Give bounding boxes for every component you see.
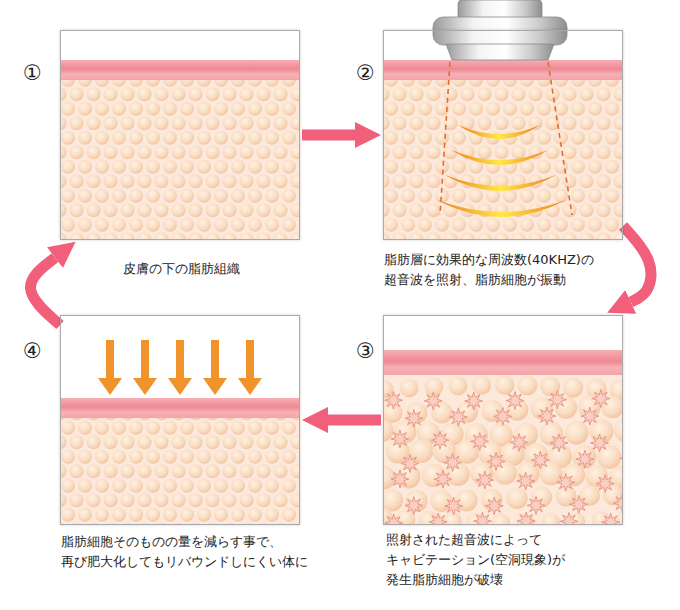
burst-cell (474, 512, 492, 525)
burst-cell (444, 454, 462, 472)
burst-cell (424, 392, 442, 410)
burst-cell (510, 433, 528, 451)
burst-cell (431, 431, 449, 449)
fat-cell (495, 375, 514, 394)
fat-cell (614, 418, 623, 442)
pressure-arrow (203, 340, 227, 395)
pressure-arrow (98, 340, 122, 395)
burst-cell (548, 391, 566, 409)
wave-arc (445, 175, 556, 191)
burst-cell (576, 450, 594, 468)
skin-section (371, 315, 647, 532)
burst-cell (517, 512, 535, 525)
burst-cell (613, 494, 623, 512)
fat-cell (565, 421, 589, 445)
burst-cell (570, 495, 588, 513)
pressure-arrow (168, 340, 192, 395)
pressure-arrow (133, 340, 157, 395)
burst-cell (434, 470, 452, 488)
burst-cell (449, 408, 467, 426)
burst-cell (465, 392, 483, 410)
flow-arrow (30, 258, 60, 325)
pressure-arrow (238, 340, 262, 395)
panel-box: ①皮膚の下の脂肪組織 (60, 30, 300, 240)
burst-cell (550, 434, 568, 452)
panel-box: ③照射された超音波によって キャビテーション(空洞現象)が 発生脂肪細胞が破壊 (383, 315, 623, 525)
fat-cell (448, 376, 467, 395)
fat-cell (383, 466, 395, 490)
burst-cell (591, 434, 609, 452)
burst-cell (592, 390, 610, 408)
flow-arrow (302, 130, 355, 141)
fat-cell (542, 513, 560, 525)
step-number: ③ (356, 341, 375, 362)
skin-section (60, 315, 300, 525)
wave-arc (458, 125, 540, 139)
burst-cell (401, 455, 419, 473)
burst-cell (487, 452, 505, 470)
fat-cell (563, 377, 583, 397)
ultrasound-wave (437, 125, 566, 217)
pressure-arrow (98, 340, 262, 395)
burst-cell (445, 497, 463, 515)
fat-cell (506, 488, 527, 509)
flow-arrow (623, 226, 651, 302)
burst-cell (485, 497, 503, 515)
flow-arrow (328, 415, 381, 426)
fat-cell (383, 489, 403, 511)
fat-cell (442, 512, 461, 525)
panel-box: ④脂肪細胞そのものの量を減らす事で、 再び肥大化してもリバウンドしにくい体に (60, 315, 300, 525)
fat-cell (472, 375, 491, 394)
burst-cell (596, 475, 614, 493)
skin-section (60, 30, 300, 240)
burst-cell (581, 407, 599, 425)
step-caption: 脂肪層に効果的な周波数(40KHZ)の 超音波を照射、脂肪細胞が振動 (384, 250, 639, 290)
step-number: ② (356, 63, 375, 84)
burst-cell (531, 451, 549, 469)
wave-arc (451, 150, 548, 165)
burst-cell (527, 496, 545, 514)
burst-cell (494, 407, 512, 425)
burst-cell (385, 391, 403, 409)
fat-cell (400, 379, 418, 397)
burst-cell (506, 392, 524, 410)
wave-arc (437, 200, 566, 217)
burst-cell (405, 497, 423, 515)
panel-box: ②脂肪層に効果的な周波数(40KHZ)の 超音波を照射、脂肪細胞が振動 (383, 30, 623, 240)
step-number: ④ (23, 341, 42, 362)
skin-section (383, 30, 623, 240)
burst-cell (405, 409, 423, 427)
burst-cell (557, 473, 575, 491)
burst-cell (517, 472, 535, 490)
burst-cell (391, 470, 409, 488)
fat-cell (518, 376, 538, 396)
burst-cell (602, 513, 620, 525)
burst-cell (476, 471, 494, 489)
burst-cell (471, 432, 489, 450)
burst-cell (538, 407, 556, 425)
burst-cell (385, 514, 403, 525)
burst-cell (560, 512, 578, 525)
step-caption: 皮膚の下の脂肪組織 (61, 259, 301, 279)
step-number: ① (23, 63, 42, 84)
step-caption: 脂肪細胞そのものの量を減らす事で、 再び肥大化してもリバウンドしにくい体に (61, 532, 336, 572)
step-caption: 照射された超音波によって キャビテーション(空洞現象)が 発生脂肪細胞が破壊 (386, 530, 641, 590)
burst-cell (429, 513, 447, 525)
burst-cell (391, 430, 409, 448)
broken-fat-cells (383, 375, 623, 525)
